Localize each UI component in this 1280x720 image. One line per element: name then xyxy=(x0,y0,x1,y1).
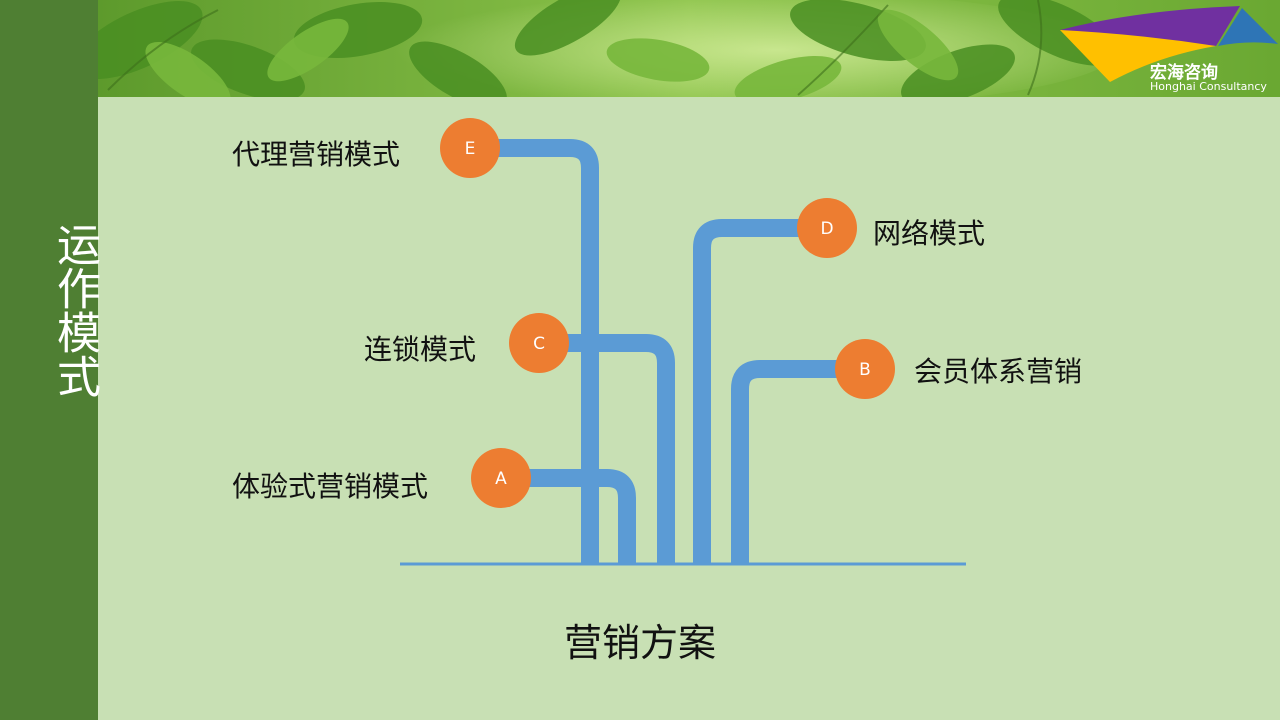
sidebar: 运作模式 xyxy=(0,0,100,720)
node-d: D xyxy=(797,198,857,258)
pipe-c xyxy=(539,334,675,564)
node-b: B xyxy=(835,339,895,399)
company-logo xyxy=(1060,6,1278,82)
node-c-letter: C xyxy=(533,334,545,354)
node-e: E xyxy=(440,118,500,178)
node-a: A xyxy=(471,448,531,508)
node-c: C xyxy=(509,313,569,373)
node-a-letter: A xyxy=(495,469,507,489)
node-e-letter: E xyxy=(465,139,476,159)
branch-label-b: 会员体系营销 xyxy=(914,355,1083,388)
pipe-e xyxy=(470,139,599,564)
leaf-banner xyxy=(98,0,1280,97)
branch-label-a: 体验式营销模式 xyxy=(232,470,429,503)
sidebar-title: 运作模式 xyxy=(49,222,100,398)
node-d-letter: D xyxy=(820,219,833,239)
base-label: 营销方案 xyxy=(563,621,716,665)
pipe-d xyxy=(693,219,827,564)
logo-name: 宏海咨询 xyxy=(1150,63,1218,83)
logo-tagline: Honghai Consultancy xyxy=(1150,80,1267,93)
branch-label-c: 连锁模式 xyxy=(364,333,477,366)
node-b-letter: B xyxy=(859,360,871,380)
branch-label-d: 网络模式 xyxy=(873,217,986,250)
branch-label-e: 代理营销模式 xyxy=(232,138,401,171)
pipe-b xyxy=(731,360,865,564)
leaf-banner-image xyxy=(98,0,1280,97)
pipe-a xyxy=(501,469,636,564)
